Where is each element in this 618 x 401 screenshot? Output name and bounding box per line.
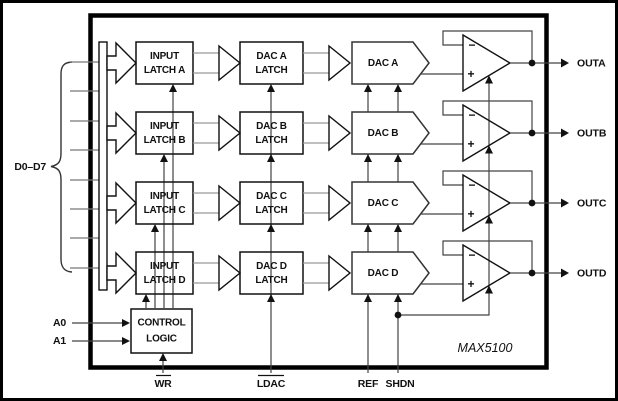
channel-row-d: INPUT LATCH D DAC D LATCH DAC D − + OUTD — [106, 240, 607, 303]
opamp-minus-sign: − — [468, 178, 475, 192]
dac-b-label: DAC B — [368, 128, 399, 139]
dac-d-latch-label-2: LATCH — [255, 275, 287, 286]
dac-b-latch-box — [239, 111, 304, 155]
dac-c-label: DAC C — [368, 198, 399, 209]
output-arrowhead — [561, 268, 569, 278]
a1-net — [72, 337, 130, 345]
opamp-feedback-wire — [442, 100, 533, 133]
dac-a-label: DAC A — [368, 58, 398, 69]
dac-b-latch-label-2: LATCH — [255, 135, 287, 146]
control-logic-label-1: CONTROL — [137, 318, 185, 329]
output-junction-dot — [528, 59, 536, 67]
outc-pin-label: OUTC — [577, 198, 607, 210]
data-bus-brace — [50, 61, 73, 273]
input-latch-d-label-1: INPUT — [150, 261, 179, 272]
output-junction-dot — [528, 269, 536, 277]
dac-a-latch-label-2: LATCH — [255, 65, 287, 76]
opamp-plus-sign: + — [467, 67, 474, 81]
opamp-d — [462, 243, 512, 303]
outd-pin-label: OUTD — [577, 268, 607, 280]
bus-block-arrow — [106, 181, 137, 225]
opamp-feedback-wire — [442, 240, 533, 273]
chip-outline — [88, 13, 549, 370]
output-junction-dot — [528, 199, 536, 207]
shdn-pin-label: SHDN — [386, 378, 415, 390]
ref-pin-label: REF — [358, 378, 379, 390]
opamp-plus-sign: + — [467, 137, 474, 151]
input-latch-c-label-1: INPUT — [150, 191, 179, 202]
wr-pin-label: WR — [154, 378, 172, 390]
dac-a-latch-box — [239, 41, 304, 85]
dac-b-latch-label-1: DAC B — [256, 121, 287, 132]
data-bus-label: D0–D7 — [14, 161, 46, 173]
dac-d-latch-label-1: DAC D — [256, 261, 287, 272]
data-bus-input-lines — [70, 61, 100, 269]
output-arrowhead — [561, 198, 569, 208]
input-latch-a-label-2: LATCH A — [144, 65, 185, 76]
bus-arrowhead — [328, 184, 352, 222]
opamp-plus-sign: + — [467, 207, 474, 221]
ldac-net — [267, 84, 275, 373]
bus-arrowhead — [328, 114, 352, 152]
output-junction-dot — [528, 129, 536, 137]
bus-arrowhead — [328, 44, 352, 82]
opamp-b — [462, 103, 512, 163]
outa-pin-label: OUTA — [577, 58, 606, 70]
a1-label: A1 — [53, 335, 66, 347]
opamp-minus-sign: − — [468, 248, 475, 262]
input-latch-c-box — [135, 181, 194, 225]
dac-c-latch-label-2: LATCH — [255, 205, 287, 216]
dac-c-latch-box — [239, 181, 304, 225]
input-latch-d-box — [135, 251, 194, 295]
bus-arrowhead — [218, 254, 242, 292]
wr-net — [159, 353, 167, 373]
bus-arrowhead — [218, 114, 242, 152]
opamp-minus-sign: − — [468, 38, 475, 52]
bus-arrowhead — [218, 44, 242, 82]
a0-net — [72, 319, 130, 327]
dac-d-latch-box — [239, 251, 304, 295]
opamp-c — [462, 173, 512, 233]
control-logic-box — [130, 308, 193, 354]
bus-arrowhead — [328, 254, 352, 292]
input-latch-b-label-2: LATCH B — [144, 135, 186, 146]
ldac-pin-label: LDAC — [257, 378, 286, 390]
input-latch-b-box — [135, 111, 194, 155]
part-number-label: MAX5100 — [458, 341, 513, 355]
bus-block-arrow — [106, 251, 137, 295]
dac-a-latch-label-1: DAC A — [256, 51, 286, 62]
input-latch-a-box — [135, 41, 194, 85]
dac-c-latch-label-1: DAC C — [256, 191, 287, 202]
data-bus-bar — [98, 41, 108, 291]
input-latch-b-label-1: INPUT — [150, 121, 179, 132]
channel-row-c: INPUT LATCH C DAC C LATCH DAC C − + OUTC — [106, 170, 607, 233]
latch-select-nets — [142, 84, 177, 308]
dac-d-label: DAC D — [368, 268, 399, 279]
channel-row-a: INPUT LATCH A DAC A LATCH DAC A − + OUTA — [106, 30, 606, 93]
output-arrowhead — [561, 58, 569, 68]
channel-row-b: INPUT LATCH B DAC B LATCH DAC B − + OUTB — [106, 100, 607, 163]
shdn-opamp-branch — [398, 77, 490, 316]
bus-block-arrow — [106, 111, 137, 155]
bus-block-arrow — [106, 41, 137, 85]
shdn-junction-dot — [394, 311, 402, 319]
output-arrowhead — [561, 128, 569, 138]
input-latch-d-label-2: LATCH D — [144, 275, 186, 286]
bus-arrowhead — [218, 184, 242, 222]
opamp-plus-sign: + — [467, 277, 474, 291]
input-latch-a-label-1: INPUT — [150, 51, 179, 62]
opamp-minus-sign: − — [468, 108, 475, 122]
opamp-feedback-wire — [442, 170, 533, 203]
control-logic-label-2: LOGIC — [146, 334, 177, 345]
input-latch-c-label-2: LATCH C — [144, 205, 186, 216]
opamp-a — [462, 33, 512, 93]
a0-label: A0 — [53, 317, 66, 329]
outb-pin-label: OUTB — [577, 128, 607, 140]
opamp-feedback-wire — [442, 30, 533, 63]
